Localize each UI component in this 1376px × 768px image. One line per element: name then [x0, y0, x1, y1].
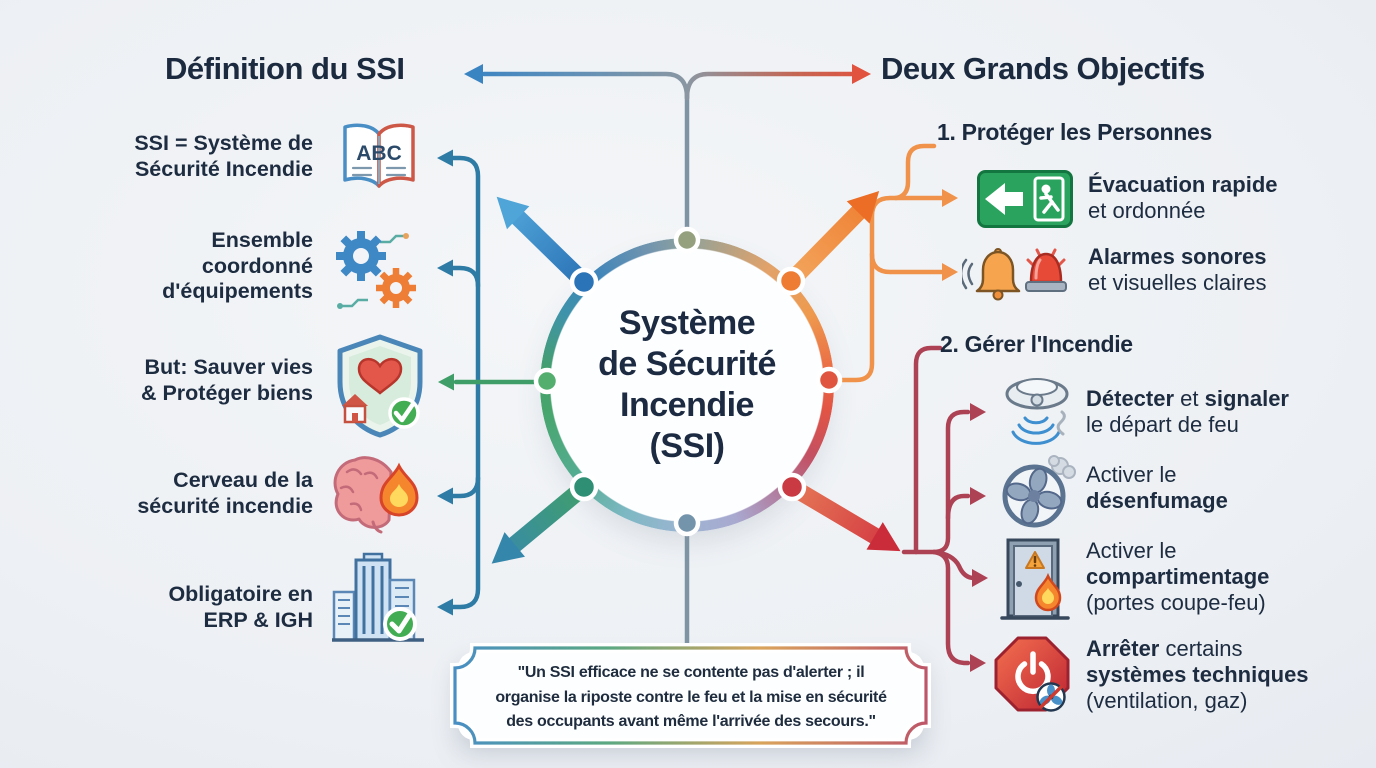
shield-heart-house-icon	[337, 334, 423, 438]
objective-item-evacuation-label: Évacuation rapide et ordonnée	[1088, 172, 1278, 223]
definition-item-3-label: But: Sauver vies & Protéger biens	[140, 355, 313, 405]
quote-text: "Un SSI efficace ne se contente pas d'al…	[495, 664, 887, 730]
objective-item-compartment-label: Activer le compartimentage (portes coupe…	[1086, 538, 1270, 615]
right-title-arrowhead	[852, 64, 871, 84]
definition-item-1-label: SSI = Système de Sécurité Incendie	[134, 131, 313, 181]
top-split-connector	[481, 71, 856, 243]
objective-2-heading: 2. Gérer l'Incendie	[940, 331, 1133, 357]
objective-item-alarms-label: Alarmes sonores et visuelles claires	[1088, 244, 1267, 295]
exit-sign-icon	[977, 170, 1073, 228]
left-title-arrowhead	[464, 64, 483, 84]
objective-item-smoke-label: Activer le désenfumage	[1086, 462, 1228, 513]
protect-arrowheads	[942, 189, 958, 281]
brain-flame-icon	[333, 456, 419, 534]
fire-door-icon	[1000, 538, 1070, 620]
definition-item-2-label: Ensemble coordonné d'équipements	[162, 228, 313, 303]
definition-title: Définition du SSI	[165, 51, 405, 86]
buildings-check-icon	[332, 552, 424, 642]
smoke-detector-icon	[1005, 378, 1069, 445]
objective-1-heading: 1. Protéger les Personnes	[937, 119, 1213, 145]
svg-text:ABC: ABC	[356, 142, 402, 165]
ring-nodes	[533, 226, 843, 537]
open-book-abc-icon: ABC	[343, 123, 415, 188]
blue-diagonal-arrow	[496, 196, 593, 291]
manage-arrowheads	[970, 403, 988, 672]
extraction-fan-icon	[1002, 455, 1076, 528]
orange-diagonal-arrow	[782, 190, 880, 290]
red-diagonal-arrow	[783, 478, 901, 552]
quote-box	[450, 643, 931, 748]
definition-item-5-label: Obligatoire en ERP & IGH	[168, 582, 313, 632]
objective-item-detect-label: Détecter et signaler le départ de feu	[1086, 386, 1289, 437]
definition-branch-connectors	[449, 155, 481, 610]
definition-item-4-label: Cerveau de la sécurité incendie	[137, 468, 313, 518]
power-off-icon	[994, 636, 1070, 712]
bell-siren-icon	[962, 248, 1067, 301]
protect-branch-connectors	[828, 143, 945, 383]
green-diagonal-arrow	[491, 478, 593, 564]
center-circle-label: Système de Sécurité Incendie (SSI)	[598, 304, 776, 465]
manage-branch-connectors	[901, 345, 977, 666]
definition-arrowheads	[437, 149, 454, 616]
gears-icon	[336, 231, 416, 309]
objectives-title: Deux Grands Objectifs	[881, 51, 1205, 86]
arrow-tail-nodes	[569, 266, 807, 502]
objective-item-shutdown-label: Arrêter certains systèmes techniques (ve…	[1086, 636, 1309, 713]
